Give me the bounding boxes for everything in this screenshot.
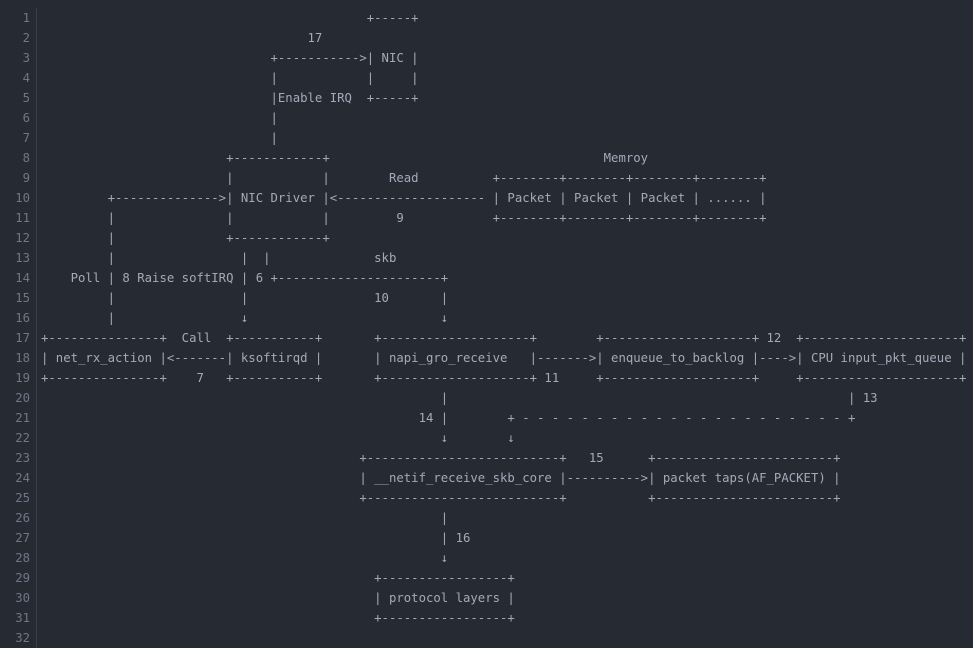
code-line-row: 23 +--------------------------+ 15 +----… (0, 448, 973, 468)
line-number: 24 (0, 468, 37, 488)
code-line-row: 21 14 | + - - - - - - - - - - - - - - - … (0, 408, 973, 428)
code-line[interactable]: +---------------+ 7 +-----------+ +-----… (41, 371, 967, 385)
line-number: 32 (0, 628, 37, 648)
line-number: 19 (0, 368, 37, 388)
code-line-row: 7 | (0, 128, 973, 148)
line-number: 12 (0, 228, 37, 248)
code-line[interactable]: | __netif_receive_skb_core |---------->|… (41, 471, 841, 485)
code-line[interactable]: | (41, 111, 278, 125)
line-number: 6 (0, 108, 37, 128)
code-line[interactable]: | 16 (41, 531, 471, 545)
code-line[interactable]: | (41, 511, 449, 525)
code-line-row: 28 ↓ (0, 548, 973, 568)
code-line-row: 12 | +------------+ (0, 228, 973, 248)
code-line[interactable]: +-------------->| NIC Driver |<---------… (41, 191, 767, 205)
line-number: 1 (0, 8, 37, 28)
code-line-row: 8 +------------+ Memroy (0, 148, 973, 168)
code-line[interactable]: |Enable IRQ +-----+ (41, 91, 419, 105)
line-number: 17 (0, 328, 37, 348)
line-number: 4 (0, 68, 37, 88)
line-number: 29 (0, 568, 37, 588)
line-number: 27 (0, 528, 37, 548)
code-line-row: 29 +-----------------+ (0, 568, 973, 588)
code-line[interactable]: | | | 9 +--------+--------+--------+----… (41, 211, 767, 225)
code-line[interactable]: | | | skb (41, 251, 397, 265)
code-line[interactable]: | net_rx_action |<-------| ksoftirqd | |… (41, 351, 967, 365)
line-number: 23 (0, 448, 37, 468)
code-line-row: 3 +----------->| NIC | (0, 48, 973, 68)
code-line[interactable]: ↓ (41, 551, 449, 565)
code-line-row: 4 | | | (0, 68, 973, 88)
line-number: 9 (0, 168, 37, 188)
code-line[interactable]: 17 (41, 31, 323, 45)
line-number: 21 (0, 408, 37, 428)
code-line[interactable]: ↓ ↓ (41, 431, 515, 445)
code-line-row: 31 +-----------------+ (0, 608, 973, 628)
line-number: 10 (0, 188, 37, 208)
line-number: 20 (0, 388, 37, 408)
line-number: 22 (0, 428, 37, 448)
code-line-row: 17 +---------------+ Call +-----------+ +… (0, 328, 973, 348)
line-number: 5 (0, 88, 37, 108)
code-line[interactable]: +-----------------+ (41, 571, 515, 585)
line-number: 16 (0, 308, 37, 328)
line-number: 26 (0, 508, 37, 528)
code-line[interactable]: | ↓ ↓ (41, 311, 449, 325)
code-line-row: 19 +---------------+ 7 +-----------+ +---… (0, 368, 973, 388)
code-line-row: 13 | | | skb (0, 248, 973, 268)
code-line[interactable]: | protocol layers | (41, 591, 515, 605)
line-number: 13 (0, 248, 37, 268)
code-line[interactable]: 14 | + - - - - - - - - - - - - - - - - -… (41, 411, 856, 425)
line-number: 7 (0, 128, 37, 148)
code-line[interactable]: | | | (41, 71, 419, 85)
code-line[interactable]: +-----------------+ (41, 611, 515, 625)
code-line[interactable]: | | 13 (41, 391, 878, 405)
line-number: 2 (0, 28, 37, 48)
code-line-row: 22 ↓ ↓ (0, 428, 973, 448)
code-line[interactable]: +--------------------------+ +----------… (41, 491, 841, 505)
code-line-row: 15 | | 10 | (0, 288, 973, 308)
code-line-row: 10 +-------------->| NIC Driver |<------… (0, 188, 973, 208)
code-line-row: 26 | (0, 508, 973, 528)
code-line[interactable]: +---------------+ Call +-----------+ +--… (41, 331, 967, 345)
code-line-row: 27 | 16 (0, 528, 973, 548)
code-line-row: 18 | net_rx_action |<-------| ksoftirqd |… (0, 348, 973, 368)
code-line[interactable]: +------------+ Memroy (41, 151, 649, 165)
code-line-row: 1 +-----+ (0, 8, 973, 28)
code-line[interactable]: | | Read +--------+--------+--------+---… (41, 171, 767, 185)
code-line[interactable]: +----------->| NIC | (41, 51, 419, 65)
code-line-row: 24 | __netif_receive_skb_core |---------… (0, 468, 973, 488)
code-line-row: 14 Poll | 8 Raise softIRQ | 6 +---------… (0, 268, 973, 288)
code-line[interactable]: +--------------------------+ 15 +-------… (41, 451, 841, 465)
code-line-row: 16 | ↓ ↓ (0, 308, 973, 328)
line-number: 11 (0, 208, 37, 228)
line-number: 28 (0, 548, 37, 568)
code-line-row: 6 | (0, 108, 973, 128)
code-line[interactable] (37, 628, 973, 648)
line-number: 15 (0, 288, 37, 308)
code-line-row: 9 | | Read +--------+--------+--------+-… (0, 168, 973, 188)
code-line-row: 20 | | 13 (0, 388, 973, 408)
code-line[interactable]: +-----+ (41, 11, 419, 25)
line-number: 31 (0, 608, 37, 628)
code-line-row: 30 | protocol layers | (0, 588, 973, 608)
line-number: 8 (0, 148, 37, 168)
line-number: 14 (0, 268, 37, 288)
line-number: 3 (0, 48, 37, 68)
code-line-row: 2 17 (0, 28, 973, 48)
code-line[interactable]: | (41, 131, 278, 145)
code-line[interactable]: | | 10 | (41, 291, 449, 305)
code-line[interactable]: Poll | 8 Raise softIRQ | 6 +------------… (41, 271, 449, 285)
code-line-row: 11 | | | 9 +--------+--------+--------+-… (0, 208, 973, 228)
code-line-row: 25 +--------------------------+ +-------… (0, 488, 973, 508)
line-number: 30 (0, 588, 37, 608)
line-number: 18 (0, 348, 37, 368)
code-line-row: 32 (0, 628, 973, 648)
code-line-row: 5 |Enable IRQ +-----+ (0, 88, 973, 108)
code-line[interactable]: | +------------+ (41, 231, 330, 245)
line-number: 25 (0, 488, 37, 508)
